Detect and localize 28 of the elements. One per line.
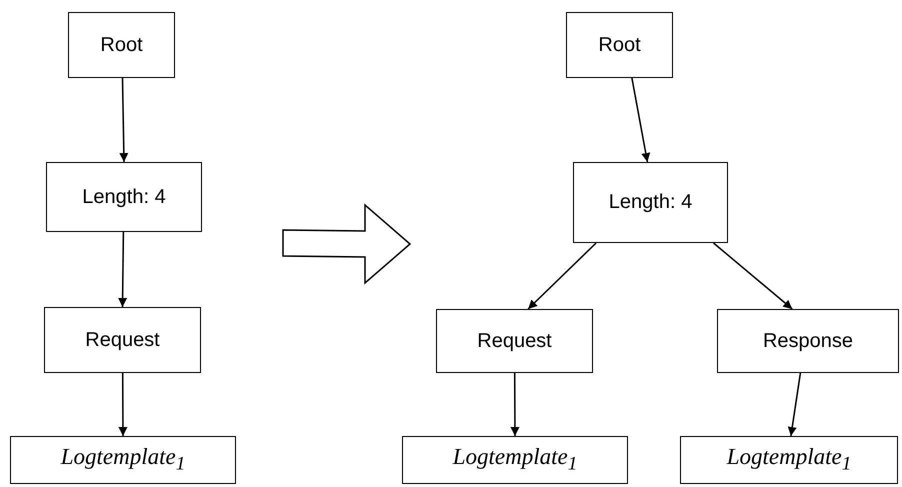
node-box	[68, 12, 175, 78]
node-box	[10, 436, 236, 484]
arrow	[788, 372, 802, 436]
math-label: Logtemplate$_{1}$	[452, 444, 578, 476]
node-box	[402, 436, 628, 484]
node-label: Request	[477, 330, 552, 352]
node-box	[46, 162, 202, 232]
arrow	[119, 78, 128, 162]
arrow	[510, 373, 520, 436]
node-box	[566, 12, 673, 78]
node-box	[573, 162, 728, 243]
node-box	[44, 307, 201, 373]
node-label: Root	[598, 34, 641, 56]
arrow	[713, 242, 793, 310]
node-box	[436, 309, 593, 373]
arrow	[118, 373, 128, 436]
node-box	[680, 436, 898, 484]
node-label: Length: 4	[82, 186, 166, 208]
node-label: Root	[100, 34, 143, 56]
arrow	[528, 242, 597, 310]
node-label: Length: 4	[608, 191, 692, 214]
node-box	[717, 309, 899, 373]
arrow	[118, 232, 128, 308]
math-label: Logtemplate$_{1}$	[60, 444, 186, 476]
math-label: Logtemplate$_{1}$	[726, 444, 852, 476]
node-label: Response	[762, 330, 854, 352]
node-label: Request	[85, 328, 160, 352]
arrow	[631, 78, 650, 162]
